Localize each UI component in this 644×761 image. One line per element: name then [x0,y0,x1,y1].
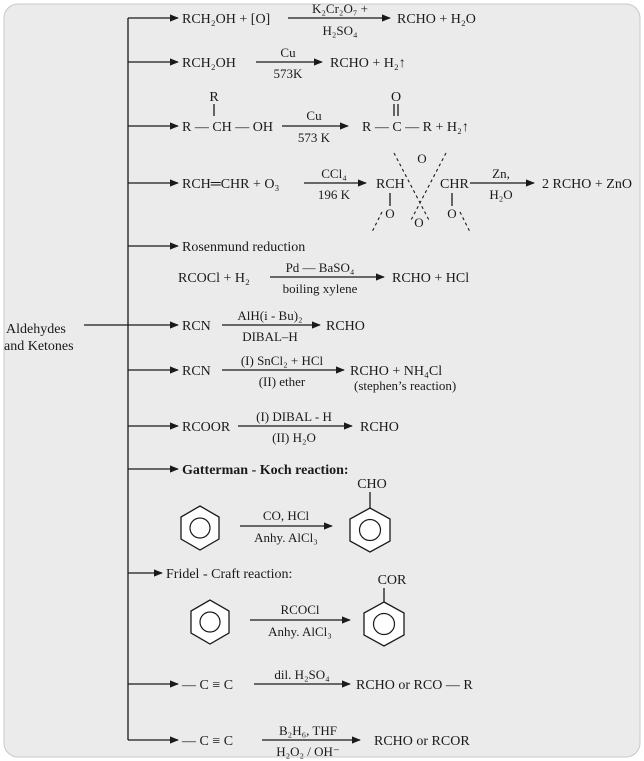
product: 2 RCHO + ZnO [542,177,632,192]
ozonide-right: CHR [440,177,469,192]
reaction-1: RCH₂OH + [O] K₂Cr₂O₇ + H₂SO₄ RCHO + H₂O [182,1,476,38]
reagent-bottom: H₂SO₄ [322,23,358,38]
ozonide-oxygen-top: O [417,151,426,166]
reagent-top: Cu [280,45,296,60]
reactant: RCOCl + H₂ [178,271,250,286]
product: RCHO + H₂↑ [330,56,406,71]
ozonide-structure: RCH CHR O O O O [371,151,471,233]
reagent-bottom: (II) ether [259,374,306,389]
ring-substituent: COR [378,573,407,588]
reagent-top: Pd — BaSO₄ [286,260,355,275]
branch-arrows [128,14,179,744]
reagent-bottom: 573K [274,66,304,81]
reactant: RCH═CHR + O₃ [182,177,279,192]
reagent-bottom: Anhy. AlCl₃ [268,624,332,639]
benzene-ring [180,505,220,551]
reactant: RCN [182,319,211,334]
reagent2-bottom: H₂O [489,187,512,202]
ozonide-oxygen-left: O [385,206,394,221]
cleavage-line [393,152,431,223]
reaction-4: RCH═CHR + O₃ CCl₄ 196 K RCH CHR O O O O … [182,151,632,233]
product: RCHO + NH₄Cl [350,364,442,379]
reagent-top: CO, HCl [263,508,310,523]
reagent-bottom: boiling xylene [283,281,358,296]
product: RCHO + H₂O [397,12,476,27]
product: RCHO + HCl [392,271,469,286]
cleavage-line [459,211,471,233]
reactant: — C ≡ C [181,678,233,693]
ozonide-oxygen-right: O [447,206,456,221]
product: R — C — R + H₂↑ [362,120,469,135]
product-oxygen: O [391,90,401,105]
reagent-top: CCl₄ [321,166,347,181]
reagent-bottom: DIBAL–H [242,329,298,344]
reagent-top: (I) SnCl₂ + HCl [241,353,324,368]
ring-substituent: CHO [357,477,387,492]
reaction-12: — C ≡ C B₂H₆, THF H₂O₂ / OH⁻ RCHO or RCO… [181,723,470,759]
reactant: RCH₂OH + [O] [182,12,270,27]
product: RCHO [326,319,365,334]
product: RCHO or RCO — R [356,678,473,693]
reagent-top: B₂H₆, THF [279,723,337,738]
reagent-top: Cu [306,108,322,123]
reactant-substituent: R [209,90,219,105]
reagent-bottom: 573 K [298,130,331,145]
reaction-5: Rosenmund reduction RCOCl + H₂ Pd — BaSO… [178,240,469,296]
panel-background [3,3,641,758]
reagent-bottom: (II) H₂O [272,430,316,445]
reaction-2: RCH₂OH Cu 573K RCHO + H₂↑ [182,45,406,81]
reagent-bottom: Anhy. AlCl₃ [254,530,318,545]
reaction-note: (stephen’s reaction) [354,378,456,393]
root-label-line1: Aldehydes [6,322,66,337]
reagent-top: K₂Cr₂O₇ + [312,1,368,16]
cleavage-line [409,152,447,223]
reagent-top: RCOCl [280,602,319,617]
reaction-6: RCN AlH(i - Bu)₂ DIBAL–H RCHO [182,308,365,344]
reaction-heading: Gatterman - Koch reaction: [182,463,349,478]
reaction-3: R R — CH — OH Cu 573 K O R — C — R + H₂↑ [182,90,469,145]
reaction-heading: Fridel - Craft reaction: [166,567,292,582]
reaction-8: RCOOR (I) DIBAL - H (II) H₂O RCHO [182,409,399,445]
reactant: RCN [182,364,211,379]
reaction-9: Gatterman - Koch reaction: CO, HCl Anhy.… [180,463,391,553]
reactant: RCH₂OH [182,56,236,71]
reactant: R — CH — OH [182,120,273,135]
benzaldehyde-ring [349,492,391,553]
reagent2-top: Zn, [492,166,510,181]
reaction-heading: Rosenmund reduction [182,240,305,255]
product: RCHO or RCOR [374,734,470,749]
reagent-bottom: H₂O₂ / OH⁻ [276,744,340,759]
reaction-11: — C ≡ C dil. H₂SO₄ RCHO or RCO — R [181,667,473,693]
reagent-top: AlH(i - Bu)₂ [237,308,302,323]
reaction-10: Fridel - Craft reaction: RCOCl Anhy. AlC… [166,567,407,647]
cleavage-line [371,211,383,233]
benzene-ring [190,599,230,645]
reagent-top: dil. H₂SO₄ [274,667,330,682]
ozonide-oxygen-middle: O [414,215,423,230]
reactant: RCOOR [182,420,231,435]
root-label-line2: and Ketones [4,339,74,354]
reactant: — C ≡ C [181,734,233,749]
product: RCHO [360,420,399,435]
reaction-7: RCN (I) SnCl₂ + HCl (II) ether RCHO + NH… [182,353,456,393]
ketone-ring [363,588,405,647]
ozonide-left: RCH [376,177,405,192]
reagent-bottom: 196 K [318,187,351,202]
reagent-top: (I) DIBAL - H [256,409,332,424]
